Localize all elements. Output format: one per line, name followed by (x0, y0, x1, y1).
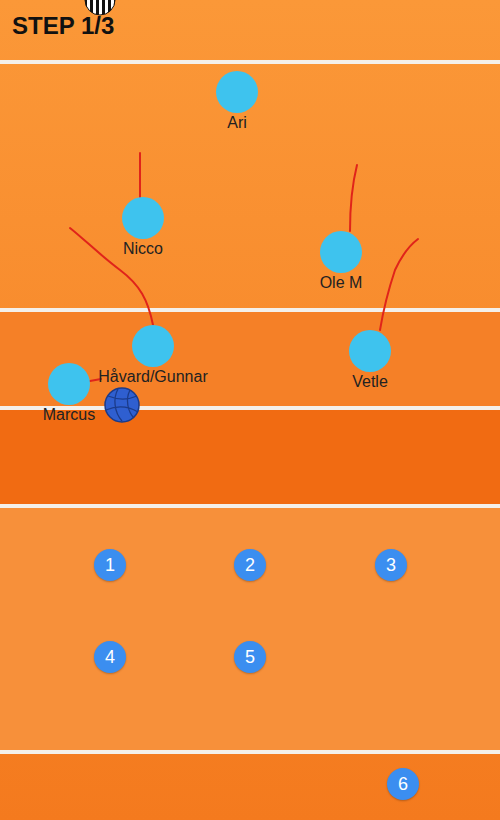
player-circle (216, 71, 258, 113)
player-name: Håvard/Gunnar (98, 368, 207, 386)
player-marker: Håvard/Gunnar (132, 325, 174, 367)
position-number: 4 (105, 647, 115, 667)
position-marker: 1 (94, 549, 126, 581)
player-name: Marcus (43, 406, 95, 424)
step-title: STEP 1/3 (12, 12, 114, 40)
player-name: Ari (227, 114, 247, 132)
attack-zone (0, 310, 500, 408)
player-marker: Ari (216, 71, 258, 113)
player-marker: Vetle (349, 330, 391, 372)
player-circle (349, 330, 391, 372)
player-circle (122, 197, 164, 239)
player-name: Vetle (352, 373, 388, 391)
court-half (0, 506, 500, 752)
player-circle (48, 363, 90, 405)
player-name: Ole M (320, 274, 363, 292)
position-number: 5 (245, 647, 255, 667)
volleyball (105, 388, 139, 422)
player-circle (132, 325, 174, 367)
position-number: 3 (386, 555, 396, 575)
player-name: Nicco (123, 240, 163, 258)
position-marker: 2 (234, 549, 266, 581)
player-marker: Marcus (48, 363, 90, 405)
position-marker: 6 (387, 768, 419, 800)
movement-paths (70, 153, 418, 381)
player-marker: Nicco (122, 197, 164, 239)
player-circle (320, 231, 362, 273)
position-number: 6 (398, 774, 408, 794)
player-marker: Ole M (320, 231, 362, 273)
court-lines (0, 60, 500, 754)
position-marker: 3 (375, 549, 407, 581)
position-marker: 4 (94, 641, 126, 673)
position-number: 1 (105, 555, 115, 575)
position-number: 2 (245, 555, 255, 575)
position-marker: 5 (234, 641, 266, 673)
